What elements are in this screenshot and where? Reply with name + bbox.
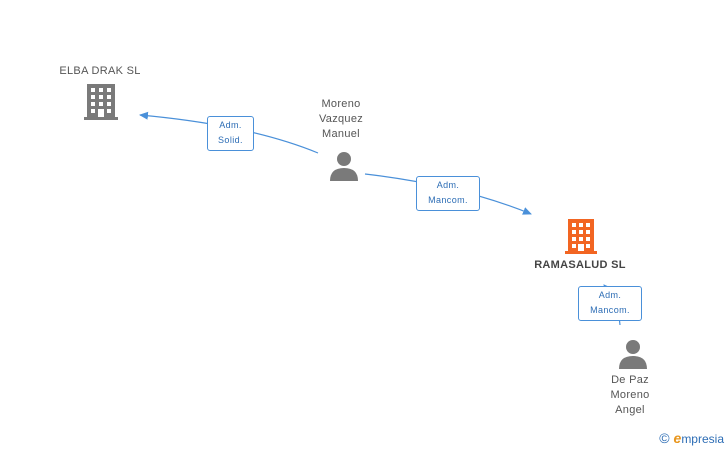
copyright-icon: ©	[659, 430, 670, 446]
relation-label-adm-mancom[interactable]: Adm. Mancom.	[416, 176, 480, 211]
relation-label-adm-mancom[interactable]: Adm. Mancom.	[578, 286, 642, 321]
relation-line: Mancom.	[590, 305, 630, 315]
person-label-de-paz[interactable]: De Paz Moreno Angel	[590, 373, 670, 418]
person-icon[interactable]	[329, 151, 359, 186]
relation-line: Adm.	[436, 180, 460, 190]
relation-line: Adm.	[598, 290, 622, 300]
relation-line: Mancom.	[428, 195, 468, 205]
person-name-line: Manuel	[322, 128, 360, 140]
person-name-line: Vazquez	[318, 113, 364, 125]
person-name-line: Moreno	[321, 98, 361, 110]
person-name-line: Angel	[615, 404, 645, 416]
relation-line: Solid.	[218, 135, 243, 145]
company-label-elba-drak[interactable]: ELBA DRAK SL	[59, 65, 141, 77]
person-icon[interactable]	[618, 339, 648, 374]
building-icon[interactable]	[84, 84, 118, 125]
person-name-line: Moreno	[610, 389, 650, 401]
brand-watermark: © empresia	[659, 430, 724, 446]
relation-line: Adm.	[219, 120, 242, 130]
building-icon-highlighted[interactable]	[565, 219, 597, 259]
person-name-line: De Paz	[611, 374, 649, 386]
company-label-ramasalud[interactable]: RAMASALUD SL	[534, 259, 626, 271]
brand-name: empresia	[673, 430, 724, 446]
relation-label-adm-solid[interactable]: Adm. Solid.	[207, 116, 254, 151]
person-label-moreno[interactable]: Moreno Vazquez Manuel	[300, 97, 382, 142]
